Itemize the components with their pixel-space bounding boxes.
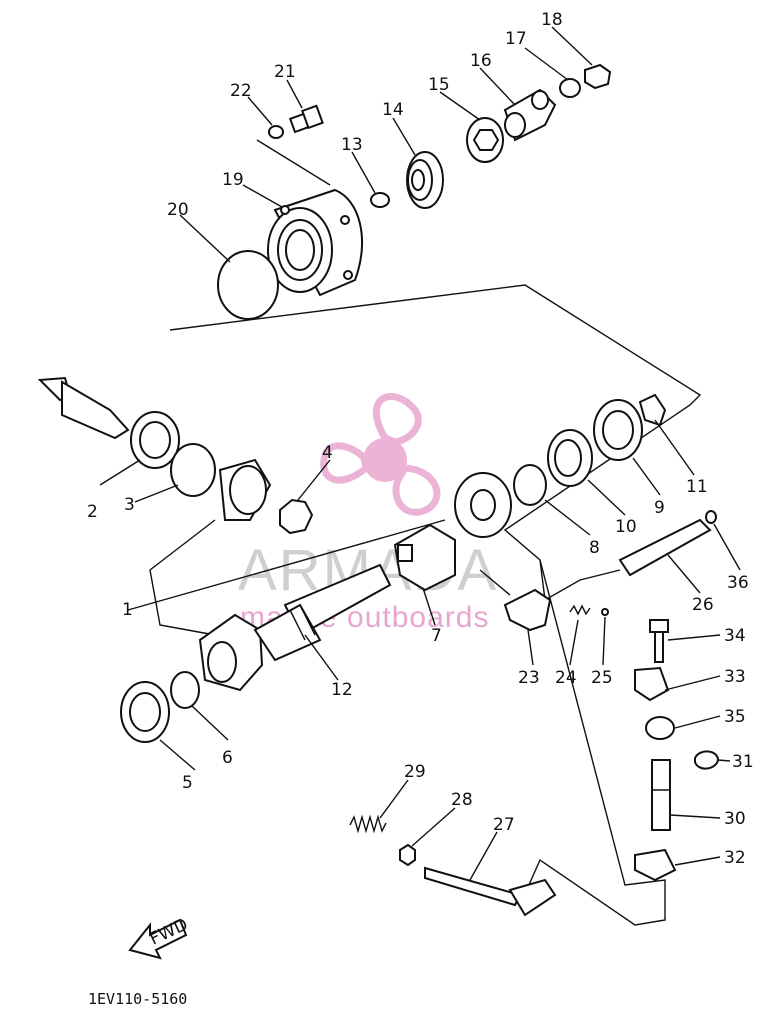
callout-4: 4 [322, 443, 333, 463]
dog-clutch-7 [393, 523, 456, 592]
bearing-5 [120, 681, 170, 743]
forward-gear [198, 613, 264, 692]
callout-22: 22 [230, 81, 252, 101]
drawing-code: 1EV110-5160 [88, 990, 187, 1008]
callout-30: 30 [724, 809, 746, 829]
callout-26: 26 [692, 595, 714, 615]
shim-3 [170, 443, 216, 497]
assembly-outline-upper [169, 284, 702, 602]
bolt-21 [288, 104, 324, 134]
callout-7: 7 [431, 626, 442, 646]
callout-29: 29 [404, 762, 426, 782]
bearing-2 [130, 411, 180, 469]
callout-13: 13 [341, 135, 363, 155]
callout-labels: 1 2 3 4 5 6 7 8 9 10 11 12 13 14 15 16 1… [87, 10, 754, 868]
callout-20: 20 [167, 200, 189, 220]
bearing-10 [547, 429, 593, 487]
leader-lines [99, 26, 741, 881]
spring-29 [349, 814, 387, 834]
callout-1: 1 [122, 600, 133, 620]
callout-18: 18 [541, 10, 563, 30]
washer-22 [268, 125, 284, 139]
assembly-outline-left [149, 519, 216, 636]
callout-10: 10 [615, 517, 637, 537]
callout-6: 6 [222, 748, 233, 768]
callout-36: 36 [727, 573, 749, 593]
assembly-outline-lower [519, 559, 666, 926]
callout-32: 32 [724, 848, 746, 868]
nut-4 [279, 498, 314, 535]
callout-5: 5 [182, 773, 193, 793]
callout-28: 28 [451, 790, 473, 810]
o-ring-20 [217, 250, 279, 320]
lever-32 [634, 848, 677, 882]
bearing-9 [593, 399, 643, 461]
callout-25: 25 [591, 668, 613, 688]
washer-13 [370, 192, 390, 208]
callout-16: 16 [470, 51, 492, 71]
callout-2: 2 [87, 502, 98, 522]
callout-19: 19 [222, 170, 244, 190]
reverse-gear [454, 472, 512, 538]
callout-8: 8 [589, 538, 600, 558]
callout-21: 21 [274, 62, 296, 82]
callout-34: 34 [724, 626, 746, 646]
fwd-direction-arrow-icon: FWD [128, 915, 191, 960]
ball-25 [601, 608, 609, 616]
callout-35: 35 [724, 707, 746, 727]
callout-11: 11 [686, 477, 708, 497]
plate-33 [634, 666, 670, 702]
assembly-outline-top [256, 139, 331, 186]
shim-8 [513, 464, 547, 506]
shift-lever-27 [424, 866, 557, 917]
yoke-16 [503, 88, 557, 142]
callout-15: 15 [428, 75, 450, 95]
shim-6 [170, 671, 200, 709]
leader-1 [127, 519, 446, 611]
callout-27: 27 [493, 815, 515, 835]
washer-17 [559, 78, 581, 98]
callout-9: 9 [654, 498, 665, 518]
spring-24 [569, 604, 591, 616]
watermark-logo [320, 393, 441, 516]
callout-23: 23 [518, 668, 540, 688]
oil-seal-15 [466, 117, 504, 163]
o-ring-36 [705, 510, 717, 524]
clip-31 [694, 750, 720, 770]
clip-11 [638, 393, 667, 427]
shift-cam-23 [479, 569, 552, 632]
nut-28 [399, 843, 416, 867]
bearing-housing-19 [267, 188, 363, 297]
input-shaft [37, 376, 130, 440]
callout-24: 24 [555, 668, 577, 688]
bushing-35 [645, 716, 675, 740]
callout-33: 33 [724, 667, 746, 687]
bearing-14 [406, 151, 444, 209]
callout-3: 3 [124, 495, 135, 515]
callout-12: 12 [331, 680, 353, 700]
pinion-gear [218, 458, 272, 521]
callout-31: 31 [732, 752, 754, 772]
callout-14: 14 [382, 100, 404, 120]
shift-rod-26 [618, 518, 712, 577]
propeller-shaft-12 [253, 563, 392, 662]
shift-rod-30 [651, 759, 671, 831]
nut-18 [584, 63, 612, 90]
bolt-34 [649, 619, 669, 663]
callout-17: 17 [505, 29, 527, 49]
